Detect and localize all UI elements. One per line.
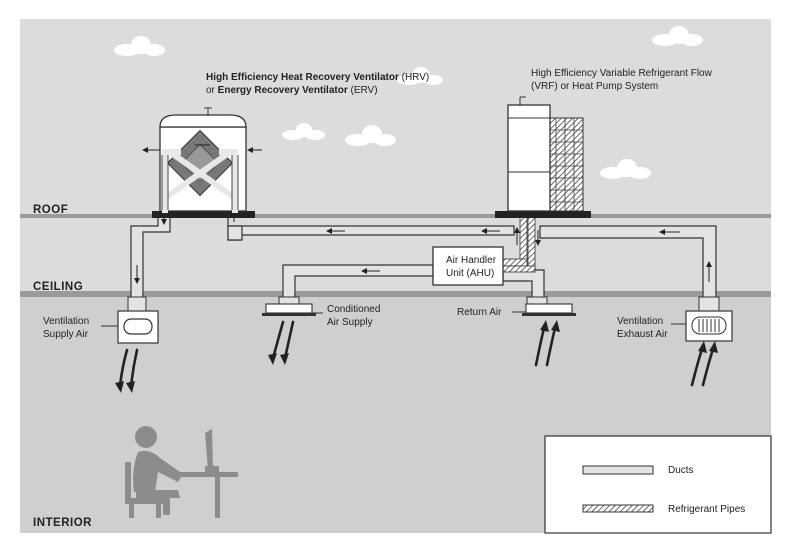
legend-box [544, 435, 772, 534]
vrf-heat-pump-unit [495, 104, 591, 218]
vrf-label-line2: (VRF) or Heat Pump System [531, 81, 658, 92]
ventilation-exhaust-label-line2: Exhaust Air [617, 329, 668, 340]
hrv-label-line1: High Efficiency Heat Recovery Ventilator… [206, 72, 429, 83]
cloud-icon [345, 125, 396, 146]
legend-pipes-label: Refrigerant Pipes [668, 504, 745, 515]
ventilation-exhaust-grille [685, 296, 733, 342]
roof-line [20, 214, 771, 218]
hrv-erv-unit [142, 114, 262, 218]
ventilation-supply-diffuser [117, 296, 159, 344]
cloud-icon [282, 123, 325, 140]
conditioned-supply-label-line2: Air Supply [327, 317, 373, 328]
zone-interior-label: INTERIOR [33, 517, 92, 529]
zone-ceiling-label: CEILING [33, 281, 83, 293]
ahu-label-line2: Unit (AHU) [446, 268, 494, 279]
ceiling-line [20, 291, 771, 297]
ventilation-supply-label-line2: Supply Air [43, 329, 89, 340]
hrv-label-line2: or Energy Recovery Ventilator (ERV) [206, 85, 378, 96]
ventilation-exhaust-label-line1: Ventilation [617, 316, 663, 327]
airflow-arrows [134, 212, 712, 284]
return-air-label: Return Air [457, 307, 502, 318]
person-at-desk-icon [125, 426, 238, 518]
cloud-icon [652, 26, 703, 46]
legend-ducts-swatch [582, 465, 654, 475]
return-air-grille [522, 296, 576, 316]
cloud-icon [397, 67, 443, 85]
cloud-icon [600, 159, 651, 179]
airflow-up-arrows [534, 326, 715, 387]
ventilation-supply-label-line1: Ventilation [43, 316, 89, 327]
legend-ducts-label: Ducts [668, 465, 694, 476]
ahu-label-line1: Air Handler [446, 255, 497, 266]
legend-pipes-swatch [582, 504, 654, 513]
vrf-label-line1: High Efficiency Variable Refrigerant Flo… [531, 68, 713, 79]
conditioned-supply-diffuser [262, 296, 316, 316]
air-handler-unit [432, 246, 504, 286]
conditioned-supply-label-line1: Conditioned [327, 304, 380, 315]
cloud-icon [114, 36, 165, 56]
zone-roof-label: ROOF [33, 204, 68, 216]
